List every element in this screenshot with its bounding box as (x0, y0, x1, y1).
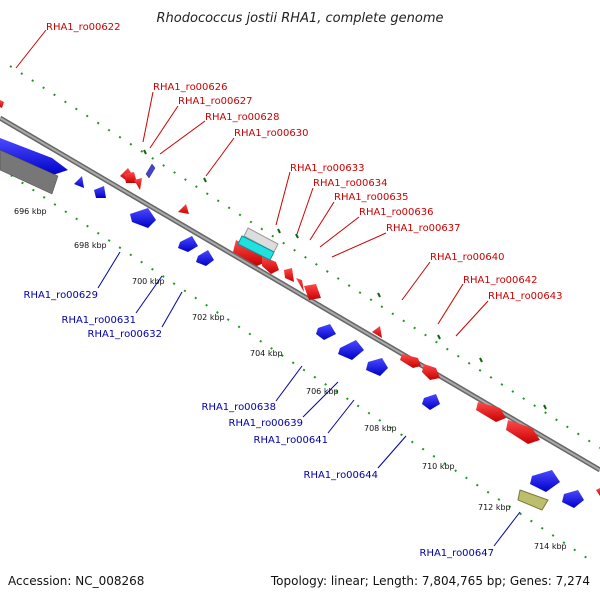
gene-label[interactable]: RHA1_ro00628 (205, 112, 280, 123)
kbp-label: 702 kbp (192, 313, 225, 322)
gene-feature[interactable] (476, 402, 506, 422)
kbp-label: 708 kbp (364, 424, 397, 433)
reverse-tick-track (0, 167, 591, 561)
gene-label[interactable]: RHA1_ro00627 (178, 96, 253, 107)
reverse-leader-lines (97, 251, 521, 547)
gene-feature[interactable] (372, 326, 382, 338)
gene-feature[interactable] (304, 284, 321, 300)
gene-label[interactable]: RHA1_ro00626 (153, 82, 228, 93)
gene-label[interactable]: RHA1_ro00642 (463, 275, 538, 286)
kbp-label: 712 kbp (478, 503, 511, 512)
forward-leader-lines (15, 29, 489, 337)
gene-feature[interactable] (178, 236, 198, 252)
gene-feature[interactable] (134, 178, 142, 190)
grey-gene-block[interactable] (0, 149, 59, 195)
gene-feature[interactable] (284, 268, 294, 282)
forward-gene-labels: RHA1_ro00622 RHA1_ro00626 RHA1_ro00627 R… (46, 22, 563, 302)
kbp-label: 700 kbp (132, 277, 165, 286)
gene-feature[interactable] (196, 250, 214, 266)
gene-label[interactable]: RHA1_ro00647 (420, 548, 495, 559)
gene-feature[interactable] (422, 364, 440, 380)
gene-feature[interactable] (316, 324, 336, 340)
cyan-feature[interactable] (237, 235, 275, 261)
gene-label[interactable]: RHA1_ro00637 (386, 223, 461, 234)
kbp-label: 704 kbp (250, 349, 283, 358)
gene-label[interactable]: RHA1_ro00644 (304, 470, 379, 481)
gene-feature[interactable] (596, 488, 600, 496)
kbp-label: 698 kbp (74, 241, 107, 250)
gene-feature[interactable] (233, 240, 266, 266)
gene-feature[interactable] (178, 204, 189, 214)
coordinate-labels: 696 kbp 698 kbp 700 kbp 702 kbp 704 kbp … (14, 207, 567, 551)
gene-feature[interactable] (145, 163, 156, 179)
gene-label[interactable]: RHA1_ro00622 (46, 22, 121, 33)
gene-label[interactable]: RHA1_ro00633 (290, 163, 365, 174)
gene-feature[interactable] (338, 340, 364, 360)
gene-feature[interactable] (0, 138, 68, 176)
reverse-gene-labels: RHA1_ro00629 RHA1_ro00631 RHA1_ro00632 R… (24, 290, 495, 559)
gene-label[interactable]: RHA1_ro00631 (62, 315, 137, 326)
kbp-label: 696 kbp (14, 207, 47, 216)
reverse-genes (0, 138, 584, 511)
gene-label[interactable]: RHA1_ro00629 (24, 290, 99, 301)
gene-feature[interactable] (262, 256, 279, 274)
gene-label[interactable]: RHA1_ro00630 (234, 128, 309, 139)
gene-label[interactable]: RHA1_ro00632 (88, 329, 163, 340)
gene-label[interactable]: RHA1_ro00639 (229, 418, 304, 429)
gene-label[interactable]: RHA1_ro00640 (430, 252, 505, 263)
kbp-label: 710 kbp (422, 462, 455, 471)
gene-feature[interactable] (400, 354, 421, 368)
gene-feature[interactable] (0, 100, 4, 108)
gene-label[interactable]: RHA1_ro00638 (202, 402, 277, 413)
gene-feature[interactable] (562, 490, 584, 508)
accession-text: Accession: NC_008268 (8, 574, 144, 588)
gene-feature[interactable] (422, 394, 440, 410)
genome-summary-text: Topology: linear; Length: 7,804,765 bp; … (270, 574, 590, 588)
gene-feature[interactable] (506, 420, 540, 444)
gene-label[interactable]: RHA1_ro00643 (488, 291, 563, 302)
kbp-label: 714 kbp (534, 542, 567, 551)
forward-major-ticks (143, 149, 547, 410)
gene-feature[interactable] (124, 172, 137, 183)
highlighted-features (237, 227, 279, 261)
olive-feature[interactable] (517, 489, 549, 511)
forward-genes (0, 100, 600, 496)
gene-label[interactable]: RHA1_ro00634 (313, 178, 388, 189)
gene-feature[interactable] (296, 278, 304, 292)
gene-feature[interactable] (94, 186, 106, 198)
kbp-label: 706 kbp (306, 387, 339, 396)
gene-label[interactable]: RHA1_ro00635 (334, 192, 409, 203)
gene-feature[interactable] (74, 176, 84, 188)
forward-tick-track (9, 65, 600, 449)
gene-label[interactable]: RHA1_ro00641 (254, 435, 329, 446)
gene-feature[interactable] (530, 470, 560, 492)
gene-feature[interactable] (130, 208, 156, 228)
gene-label[interactable]: RHA1_ro00636 (359, 207, 434, 218)
gene-feature[interactable] (366, 358, 388, 376)
genome-title: Rhodococcus jostii RHA1, complete genome (157, 11, 444, 26)
